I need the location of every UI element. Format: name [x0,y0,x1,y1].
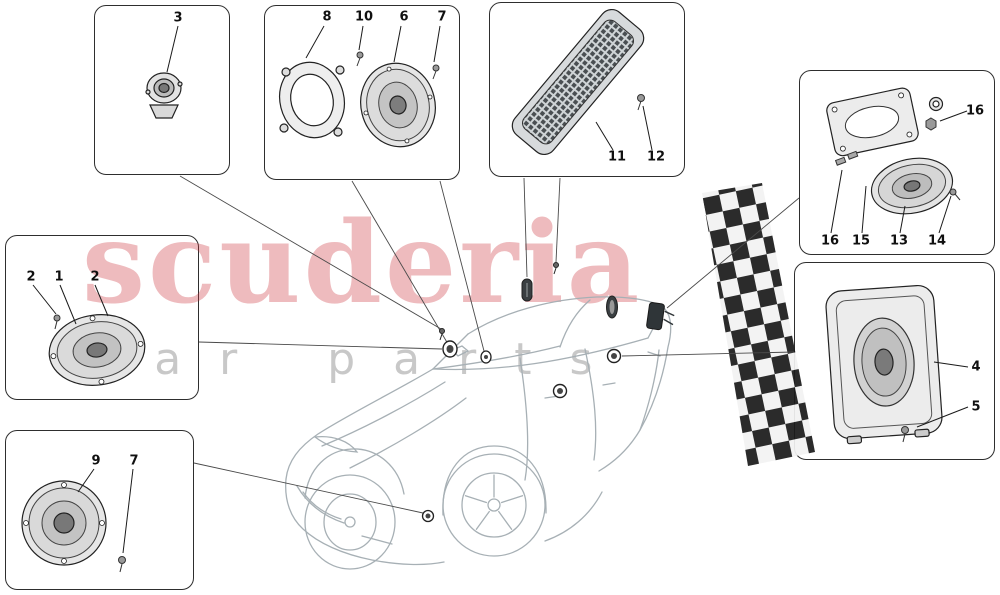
callout-1[interactable]: 1 [54,269,64,285]
callout-3[interactable]: 3 [173,10,183,26]
rear-door-speaker-marker [552,383,568,399]
amplifier-marker [646,302,675,331]
callout-11[interactable]: 11 [607,149,627,165]
callout-2-left[interactable]: 2 [26,269,36,285]
footwell-speaker-marker [421,509,435,523]
rear-quarter-speaker-cone [611,353,617,359]
callout-5[interactable]: 5 [971,399,981,415]
callout-9[interactable]: 9 [91,453,101,469]
callout-14[interactable]: 14 [927,233,947,249]
callout-10[interactable]: 10 [354,9,374,25]
car-speaker-markers [421,262,675,523]
callout-8[interactable]: 8 [322,9,332,25]
callout-16-top[interactable]: 16 [965,103,985,119]
panel-mid-speaker [5,235,199,400]
callout-13[interactable]: 13 [889,233,909,249]
footwell-speaker-cone [425,513,431,519]
panel-tweeter [94,5,230,175]
dash-grille-marker [521,278,533,302]
quarter-speaker-slot [609,300,615,314]
callout-12[interactable]: 12 [646,149,666,165]
dash-tweeter-marker [480,350,492,364]
panel-subwoofer [794,262,995,460]
panel-front-speaker [264,5,460,180]
callout-15[interactable]: 15 [851,233,871,249]
door-tweeter-screw-marker [439,328,445,341]
callout-7[interactable]: 7 [437,9,447,25]
front-door-speaker-marker [442,340,458,358]
panel-leader-lines [179,175,800,514]
car-outline [285,296,672,570]
rear-door-speaker-cone [557,388,563,394]
callout-4[interactable]: 4 [971,359,981,375]
dash-tweeter-cone [484,355,488,359]
panel-rear-bracket [799,70,995,255]
dash-screw-marker [553,262,559,275]
front-door-speaker-cone [446,345,454,353]
callout-2-right[interactable]: 2 [90,269,100,285]
rear-quarter-speaker-marker [606,348,622,364]
quarter-speaker-marker [606,295,618,319]
callout-6[interactable]: 6 [399,9,409,25]
callout-7b[interactable]: 7 [129,453,139,469]
callout-16-left[interactable]: 16 [820,233,840,249]
